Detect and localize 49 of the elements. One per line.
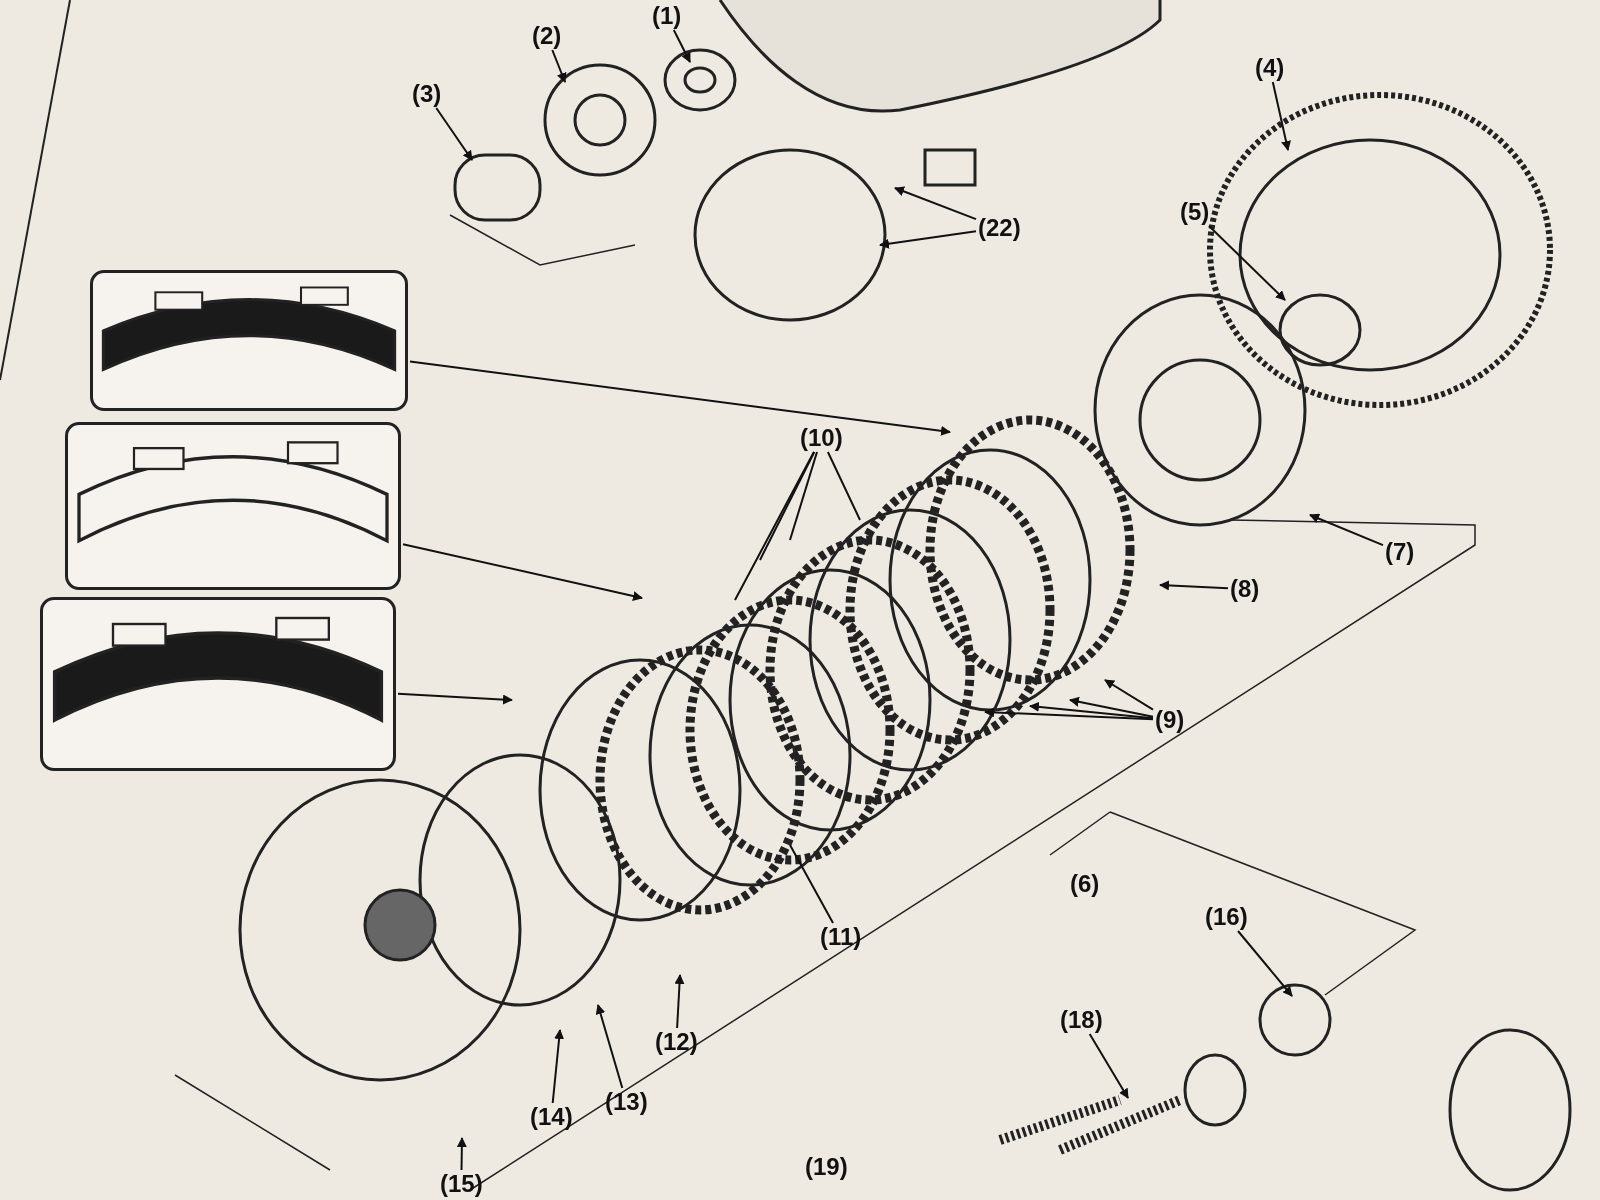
leader-line — [456, 1137, 467, 1171]
callout-number: (4) — [1255, 56, 1285, 80]
callout-number: (9) — [1155, 708, 1185, 732]
callout-number: (1) — [652, 4, 682, 28]
callout-number: (15) — [440, 1172, 483, 1196]
callout-number: (16) — [1205, 905, 1248, 929]
callout-number: (7) — [1385, 540, 1415, 564]
leader-line — [1208, 225, 1286, 301]
leader-line — [879, 230, 977, 249]
plate-detail-picture — [40, 597, 396, 771]
leader-line — [672, 29, 691, 63]
leader-line — [826, 451, 861, 521]
callout-number: (13) — [605, 1090, 648, 1114]
plate-detail-picture — [65, 422, 401, 590]
leader-line — [397, 692, 513, 705]
callout-number: (5) — [1180, 200, 1210, 224]
plate-detail-picture — [90, 270, 408, 411]
callout-number: (12) — [655, 1030, 698, 1054]
leader-line — [1237, 930, 1293, 997]
leader-line — [984, 707, 1154, 721]
leader-line — [409, 360, 951, 436]
leader-line — [551, 1029, 565, 1104]
callout-number: (10) — [800, 426, 843, 450]
leader-line — [1088, 1033, 1129, 1099]
callout-number: (8) — [1230, 577, 1260, 601]
callout-number: (22) — [978, 216, 1021, 240]
leader-line — [551, 49, 567, 83]
callout-number: (19) — [805, 1155, 848, 1179]
leader-line — [894, 186, 977, 221]
leader-line — [595, 1004, 624, 1089]
leader-line — [435, 107, 473, 161]
leader-line — [734, 451, 815, 601]
callout-number: (2) — [532, 24, 562, 48]
callout-number: (6) — [1070, 872, 1100, 896]
callout-number: (14) — [530, 1105, 573, 1129]
leader-line — [674, 974, 685, 1029]
leader-line — [759, 451, 816, 561]
leader-line — [1309, 513, 1384, 547]
callout-number: (18) — [1060, 1008, 1103, 1032]
leader-line — [789, 451, 818, 541]
leader-line — [1029, 701, 1154, 720]
leader-line — [1271, 81, 1291, 151]
callout-number: (11) — [820, 925, 862, 949]
leader-line — [1159, 580, 1229, 591]
leader-line — [1104, 679, 1154, 711]
callout-number: (3) — [412, 82, 442, 106]
leader-line — [789, 844, 834, 924]
leader-line — [402, 543, 643, 601]
leader-line — [1069, 696, 1154, 718]
